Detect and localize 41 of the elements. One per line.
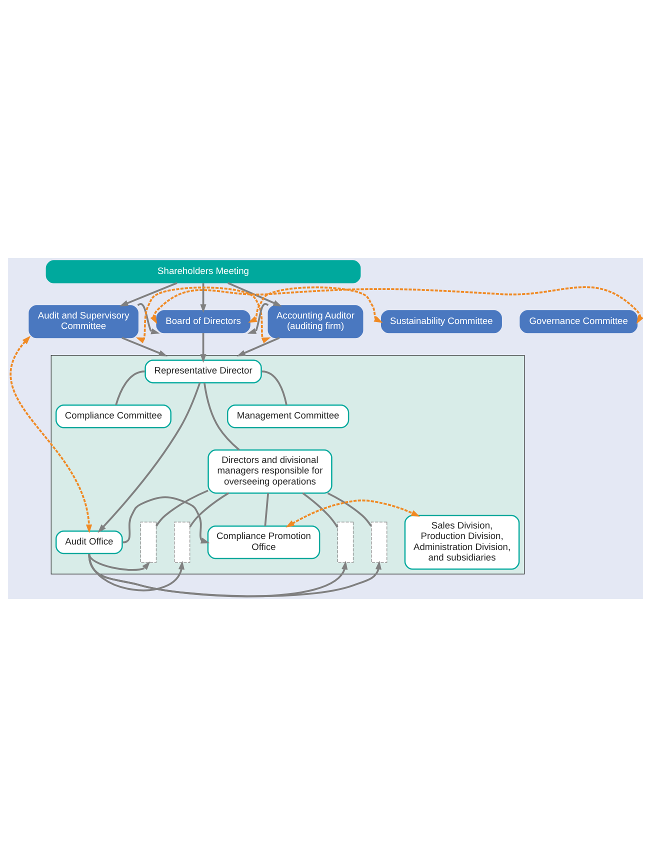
arrow xyxy=(248,286,383,322)
connector xyxy=(203,382,240,450)
node-box xyxy=(174,521,190,562)
node-box: Shareholders Meeting xyxy=(46,260,361,283)
connector xyxy=(189,492,230,527)
node-box: Management Committee xyxy=(226,404,350,428)
connector xyxy=(327,492,372,526)
node-box: Compliance Committee xyxy=(56,404,172,428)
node-box: Sustainability Committee xyxy=(380,310,502,333)
arrow xyxy=(88,554,185,591)
node-box: Governance Committee xyxy=(520,310,638,333)
node-box: Audit and Supervisory Committee xyxy=(28,304,138,338)
node-box xyxy=(337,521,354,562)
arrow xyxy=(200,282,206,313)
arrow xyxy=(119,282,178,306)
node-box xyxy=(371,521,388,562)
arrow xyxy=(137,302,160,334)
arrow xyxy=(200,332,206,362)
arrow xyxy=(136,286,271,343)
arrow xyxy=(98,382,201,532)
connector xyxy=(302,492,338,528)
arrow xyxy=(88,553,150,570)
node-box: Representative Director xyxy=(144,359,262,383)
node-box: Accounting Auditor (auditing firm) xyxy=(268,304,364,338)
connector xyxy=(264,492,270,526)
arrow xyxy=(122,336,168,356)
arrow xyxy=(236,336,280,356)
connector xyxy=(115,370,145,405)
arrow xyxy=(10,335,92,533)
node-box: Audit Office xyxy=(56,530,123,554)
node-box: Sales Division, Production Division, Administration Division, and subsidiaries xyxy=(404,514,520,570)
node-box: Board of Directors xyxy=(156,310,250,333)
connector xyxy=(156,489,208,526)
arrow xyxy=(247,302,269,334)
connector xyxy=(262,370,288,405)
arrow xyxy=(286,499,420,527)
arrow xyxy=(150,286,643,324)
node-box xyxy=(140,521,156,562)
arrow xyxy=(228,282,282,306)
node-box: Directors and divisional managers responsible for overseeing operations xyxy=(208,448,332,494)
node-box: Compliance Promotion Office xyxy=(207,524,320,559)
